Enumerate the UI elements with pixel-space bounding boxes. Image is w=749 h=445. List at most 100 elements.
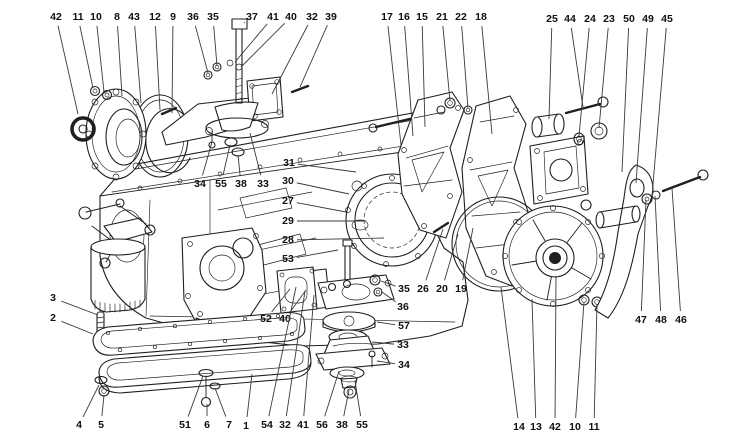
callout-22: 22 [455,11,467,23]
callout-11: 11 [588,421,599,433]
mount-base-plate [315,347,391,371]
leader-line-15 [421,25,426,128]
callout-36: 36 [187,11,199,23]
leader-line-14 [500,286,519,419]
callout-9: 9 [170,11,176,23]
leader-line-36 [194,25,209,74]
callout-28: 28 [282,234,294,246]
leader-line-12 [155,25,161,111]
callout-35: 35 [207,11,219,23]
disc-57 [322,311,376,331]
leader-line-57 [376,321,396,326]
leader-line-31 [297,163,357,173]
callout-7: 7 [226,419,232,431]
callout-42: 42 [549,421,561,433]
leader-line-54 [268,286,297,417]
callout-56: 56 [316,419,328,431]
leader-line-43 [134,25,142,104]
oil-pan-1 [98,344,312,388]
circlip [145,108,191,174]
callout-51: 51 [179,419,191,431]
leader-line-13 [531,298,537,419]
callout-8: 8 [114,11,120,23]
callout-17: 17 [381,11,393,23]
callout-13: 13 [530,421,542,433]
callout-23: 23 [603,13,615,25]
callout-52: 52 [260,313,272,325]
callout-36: 36 [397,301,409,313]
leader-line-49 [635,27,648,184]
callout-31: 31 [283,157,295,169]
leader-line-30 [296,182,350,195]
leader-line-55 [354,380,362,417]
leader-line-9 [171,25,174,114]
nut-36 [203,70,213,80]
callout-20: 20 [436,283,448,295]
leader-line-2 [61,320,94,335]
sleeve [595,211,605,229]
leader-line-46 [671,187,681,312]
leader-line-21 [442,25,451,102]
leader-line-17 [387,25,402,146]
leader-line-53 [296,249,339,258]
leader-line-20 [444,233,459,281]
nut-11 [89,85,101,97]
leader-line-10 [96,25,105,93]
callout-34: 34 [194,178,206,190]
callout-50: 50 [623,13,635,25]
leader-line-11 [593,303,598,419]
leader-line-8 [117,25,123,97]
leader-line-26 [425,228,444,281]
leader-line-41 [234,23,268,63]
callout-10: 10 [569,421,581,433]
leader-line-36 [381,291,396,303]
plug-23 [590,122,608,140]
callout-37: 37 [246,11,258,23]
leader-line-47 [640,199,647,312]
washer [436,105,446,115]
bolt-44 [564,102,602,115]
callout-11: 11 [72,11,83,23]
stud-53-head [342,239,353,247]
callout-4: 4 [76,419,82,431]
callout-2: 2 [50,312,56,324]
callout-25: 25 [546,13,558,25]
leader-line-55 [222,144,231,176]
leader-line-11 [79,25,94,89]
callout-48: 48 [655,314,667,326]
callout-34: 34 [398,359,410,371]
leader-line-23 [598,27,609,129]
callout-15: 15 [416,11,428,23]
leader-line-16 [404,25,414,137]
leader-line-38 [237,154,241,176]
nut-10 [101,89,113,101]
callout-39: 39 [325,11,337,23]
leader-line-7 [214,387,227,417]
callout-6: 6 [204,419,210,431]
leader-line-25 [548,27,553,120]
leader-line-10 [575,301,585,419]
leader-line-24 [578,27,590,137]
oil-pan-group [92,311,312,408]
callout-18: 18 [475,11,487,23]
callout-38: 38 [336,419,348,431]
leader-line-41 [303,294,315,417]
washer-48 [651,190,661,200]
leader-line-18 [481,25,493,135]
front-mount-assembly [161,59,310,157]
washer-47 [641,193,653,205]
callout-19: 19 [455,283,467,295]
callout-44: 44 [564,13,576,25]
callout-32: 32 [306,11,318,23]
seal-42 [549,252,561,264]
callout-33: 33 [397,339,409,351]
leader-line-42 [57,25,79,115]
dowel-pin [160,106,178,116]
leader-line-19 [462,227,474,281]
callout-32: 32 [279,419,291,431]
oil-filter [90,205,156,313]
callout-57: 57 [398,320,410,332]
drain-washer-4 [94,375,108,385]
leader-line-39 [299,25,328,88]
